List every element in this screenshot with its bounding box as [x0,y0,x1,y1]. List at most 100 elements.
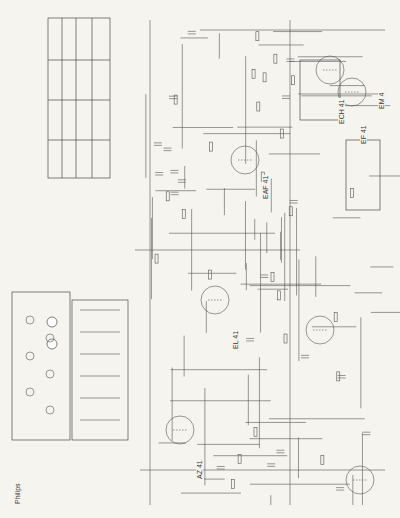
wire [159,442,186,443]
punch-hole [47,317,57,327]
resistor-symbol [231,480,234,489]
parts-table [48,18,110,178]
capacitor-symbol [338,375,346,378]
resistor-symbol [284,334,287,343]
wire [182,44,183,149]
bus-wire [140,470,385,471]
dial-line [80,420,120,421]
dial-line [80,310,120,311]
tube-symbol [316,56,344,84]
wire [155,190,196,191]
capacitor-symbol [362,432,370,435]
punch-hole [47,339,57,349]
dial-line [80,376,120,377]
tube-label: ECH 41 [338,98,345,125]
wire [281,217,282,263]
capacitor-symbol [246,338,254,341]
wire [269,153,320,154]
wire [269,418,365,419]
resistor-symbol [277,291,280,300]
capacitor-symbol [267,464,275,467]
dial-line [80,332,120,333]
resistor-symbol [238,454,241,463]
resistor-symbol [256,32,259,41]
resistor-symbol [254,427,257,436]
wire [312,326,356,327]
tube-symbol [166,416,194,444]
wire [260,233,261,332]
tube-symbol [346,466,374,494]
capacitor-symbol [154,143,162,146]
wire [237,127,292,128]
wire [330,85,365,86]
wire [271,179,272,213]
resistor-symbol [166,192,169,201]
wire [204,479,225,480]
wire [298,56,363,57]
wire [248,375,249,425]
resistor-symbol [280,129,283,138]
wire [197,444,259,445]
wire [370,266,393,267]
wire [184,166,185,189]
resistor-symbol [257,102,260,111]
wire [315,256,316,297]
chassis-view [12,292,70,440]
tube-symbol [306,316,334,344]
wire [184,336,185,377]
wire [266,222,267,253]
wire [188,273,236,274]
tube-label: EL 41 [232,330,239,350]
tube-label: EM 4 [378,92,385,110]
wire [245,201,246,270]
wire [298,259,299,361]
capacitor-symbol [155,173,163,176]
bus-wire [200,30,385,31]
wire [301,95,371,96]
capacitor-symbol [336,488,344,491]
wire [219,33,220,58]
capacitor-symbol [286,59,294,62]
resistor-symbol [208,270,211,279]
wire [203,133,290,134]
wire [362,433,363,505]
wire [151,218,152,299]
capacitor-symbol [171,192,179,195]
wire [333,217,361,218]
capacitor-symbol [178,180,186,183]
capacitor-symbol [290,200,298,203]
coil-symbol [46,406,54,414]
wire [206,189,255,190]
wire [241,284,321,285]
tube-symbol [201,286,229,314]
wire [173,127,234,128]
wire [352,475,353,505]
wire [206,301,207,333]
coil-symbol [26,388,34,396]
wire [250,438,323,439]
dial-line [80,354,120,355]
bus-wire [290,20,291,505]
resistor-symbol [263,73,266,82]
resistor-symbol [291,76,294,85]
resistor-symbol [274,54,277,63]
wire [355,292,383,293]
resistor-symbol [182,210,185,219]
wire [371,312,400,313]
wire [250,484,350,485]
wire [170,400,271,401]
wire [169,233,275,234]
wire [298,93,379,94]
capacitor-symbol [282,96,290,99]
wire [246,263,247,290]
bus-wire [135,250,300,251]
wire [254,219,255,240]
capacitor-symbol [217,466,225,469]
wire [296,208,297,296]
resistor-symbol [271,273,274,282]
wire [145,94,146,178]
wire [290,61,346,62]
bus-wire [150,20,151,505]
resistor-symbol [210,142,213,151]
resistor-symbol [289,207,292,216]
